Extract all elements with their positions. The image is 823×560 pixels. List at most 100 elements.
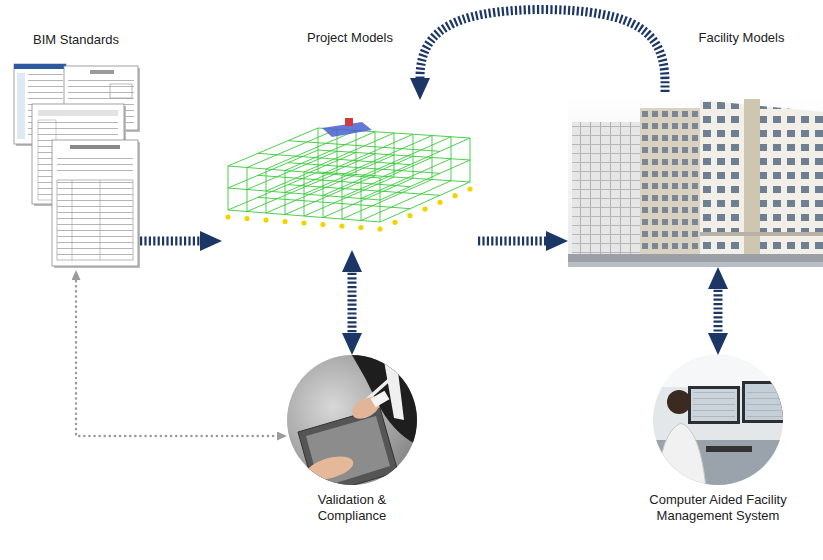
standards-panel: BIM Standards: [12, 62, 140, 270]
model-wireframe: [285, 154, 375, 193]
model-wireframe: [342, 136, 432, 176]
model-wireframe: [225, 118, 472, 232]
connector-group: [76, 10, 718, 436]
building-photo: [700, 100, 823, 258]
document-stack: [38, 110, 118, 116]
model-wireframe: [356, 131, 357, 175]
model-wireframe: [228, 150, 318, 188]
model-wireframe: [266, 131, 356, 170]
model-wireframe: [375, 132, 376, 176]
document-stack: [52, 140, 138, 266]
model-panel: Project Models: [222, 100, 478, 250]
model-wireframe: [323, 178, 413, 217]
facility-management-photo: [691, 389, 737, 421]
model-wireframe: [266, 153, 356, 192]
document-stack: [90, 70, 114, 74]
model-wireframe: [247, 173, 337, 211]
node-heading: BIM Standards: [12, 32, 140, 48]
photo-area: [287, 355, 417, 485]
foundation-marker: [437, 200, 442, 205]
model-wireframe: [380, 138, 470, 178]
document-stack: [57, 180, 133, 260]
facility-management-photo: [667, 390, 691, 414]
model-wireframe: [285, 171, 286, 215]
document-stack: [70, 145, 120, 149]
model-wireframe: [266, 175, 356, 214]
foundation-marker: [452, 193, 457, 198]
building-photo: [568, 92, 823, 267]
document-stack: [14, 64, 140, 268]
model-wireframe: [258, 153, 410, 164]
model-wireframe: [266, 169, 267, 213]
model-wireframe: [323, 134, 413, 173]
building-photo: [568, 254, 823, 267]
photo-area: [653, 355, 783, 485]
document-stack: [57, 180, 133, 260]
model-wireframe: [258, 197, 410, 208]
document-stack: [72, 180, 73, 260]
model-wireframe: [225, 128, 472, 232]
model-wireframe: [361, 137, 451, 177]
model-wireframe: [470, 138, 471, 182]
model-wireframe: [247, 151, 337, 189]
reference-link: [76, 276, 281, 436]
flow-arrow: [140, 237, 208, 246]
foundation-marker: [244, 216, 249, 221]
facility-management-photo: [658, 423, 706, 488]
facility-management-photo: [688, 386, 740, 424]
model-wireframe: [342, 158, 432, 198]
document-stack: [14, 64, 66, 69]
model-wireframe: [285, 132, 375, 171]
foundation-marker: [263, 217, 268, 222]
document-stack: [110, 84, 132, 98]
document-stack: [100, 180, 101, 260]
model-wireframe: [342, 175, 343, 219]
flow-arrow: [478, 237, 554, 246]
model-wireframe: [288, 185, 440, 196]
model-wireframe: [380, 178, 381, 222]
model-wireframe: [288, 141, 440, 152]
model-wireframe: [228, 172, 318, 210]
foundation-marker: [301, 220, 306, 225]
document-stack: [54, 142, 140, 268]
validation-photo: [306, 416, 390, 488]
facility-management-photo: [745, 384, 785, 420]
building-photo: [640, 108, 702, 258]
model-wireframe: [380, 160, 470, 200]
model-wireframe: [323, 174, 324, 218]
model-wireframe: [258, 175, 410, 186]
model-wireframe: [413, 134, 414, 178]
model-wireframe: [288, 163, 440, 174]
photo-circle: Computer Aided Facility Management Syste…: [653, 355, 783, 485]
document-stack: [57, 154, 133, 174]
foundation-marker: [377, 226, 382, 231]
foundation-marker: [407, 213, 412, 218]
photo-circle: Validation & Compliance: [287, 355, 417, 485]
facility-management-photo: [706, 446, 752, 452]
building-photo: [568, 262, 823, 267]
node-heading: Validation & Compliance: [282, 492, 422, 524]
flow-arrow: [348, 264, 357, 341]
model-wireframe: [394, 133, 395, 177]
foundation-marker: [225, 214, 230, 219]
document-stack: [17, 73, 25, 139]
model-wireframe: [304, 172, 305, 216]
facility-management-photo: [747, 387, 783, 417]
validation-photo: [287, 355, 417, 496]
foundation-marker: [339, 223, 344, 228]
foundation-marker: [467, 186, 472, 191]
model-wireframe: [247, 168, 248, 212]
model-wireframe: [451, 137, 452, 181]
flow-arrow: [714, 281, 723, 341]
model-wireframe: [380, 182, 470, 222]
foundation-marker: [422, 206, 427, 211]
node-heading: Computer Aided Facility Management Syste…: [648, 492, 788, 524]
model-wireframe: [285, 176, 375, 215]
model-wireframe: [318, 128, 319, 172]
model-wireframe: [304, 155, 394, 194]
facility-management-photo: [653, 355, 788, 490]
building-photo: [568, 92, 823, 267]
